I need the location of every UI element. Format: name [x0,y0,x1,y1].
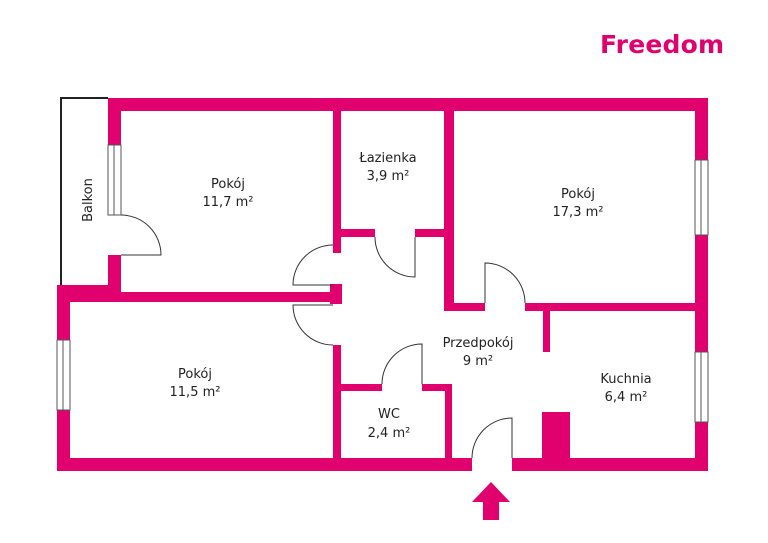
room-area: 9 m² [463,354,493,369]
arrow-up-icon [472,482,510,520]
room-name: Łazienka [358,151,416,166]
windows [56,144,709,423]
room-area: 6,4 m² [605,390,648,405]
room-name: Pokój [211,177,245,192]
room-name: Pokój [178,367,212,382]
room-area: 17,3 m² [553,205,604,220]
walls [57,98,708,471]
room-area: 2,4 m² [368,426,411,441]
room-area: 11,7 m² [203,195,254,210]
room-name: Kuchnia [600,372,651,387]
room-name: Przedpokój [443,336,514,351]
room-name: Pokój [561,187,595,202]
balcony-outline [60,97,108,285]
room-area: 3,9 m² [367,169,410,184]
freedom-logo: Freedom [600,30,725,59]
room-name: WC [378,407,400,422]
doors [120,214,526,459]
balcony-label: Balkon [81,178,96,222]
room-area: 11,5 m² [170,385,221,400]
